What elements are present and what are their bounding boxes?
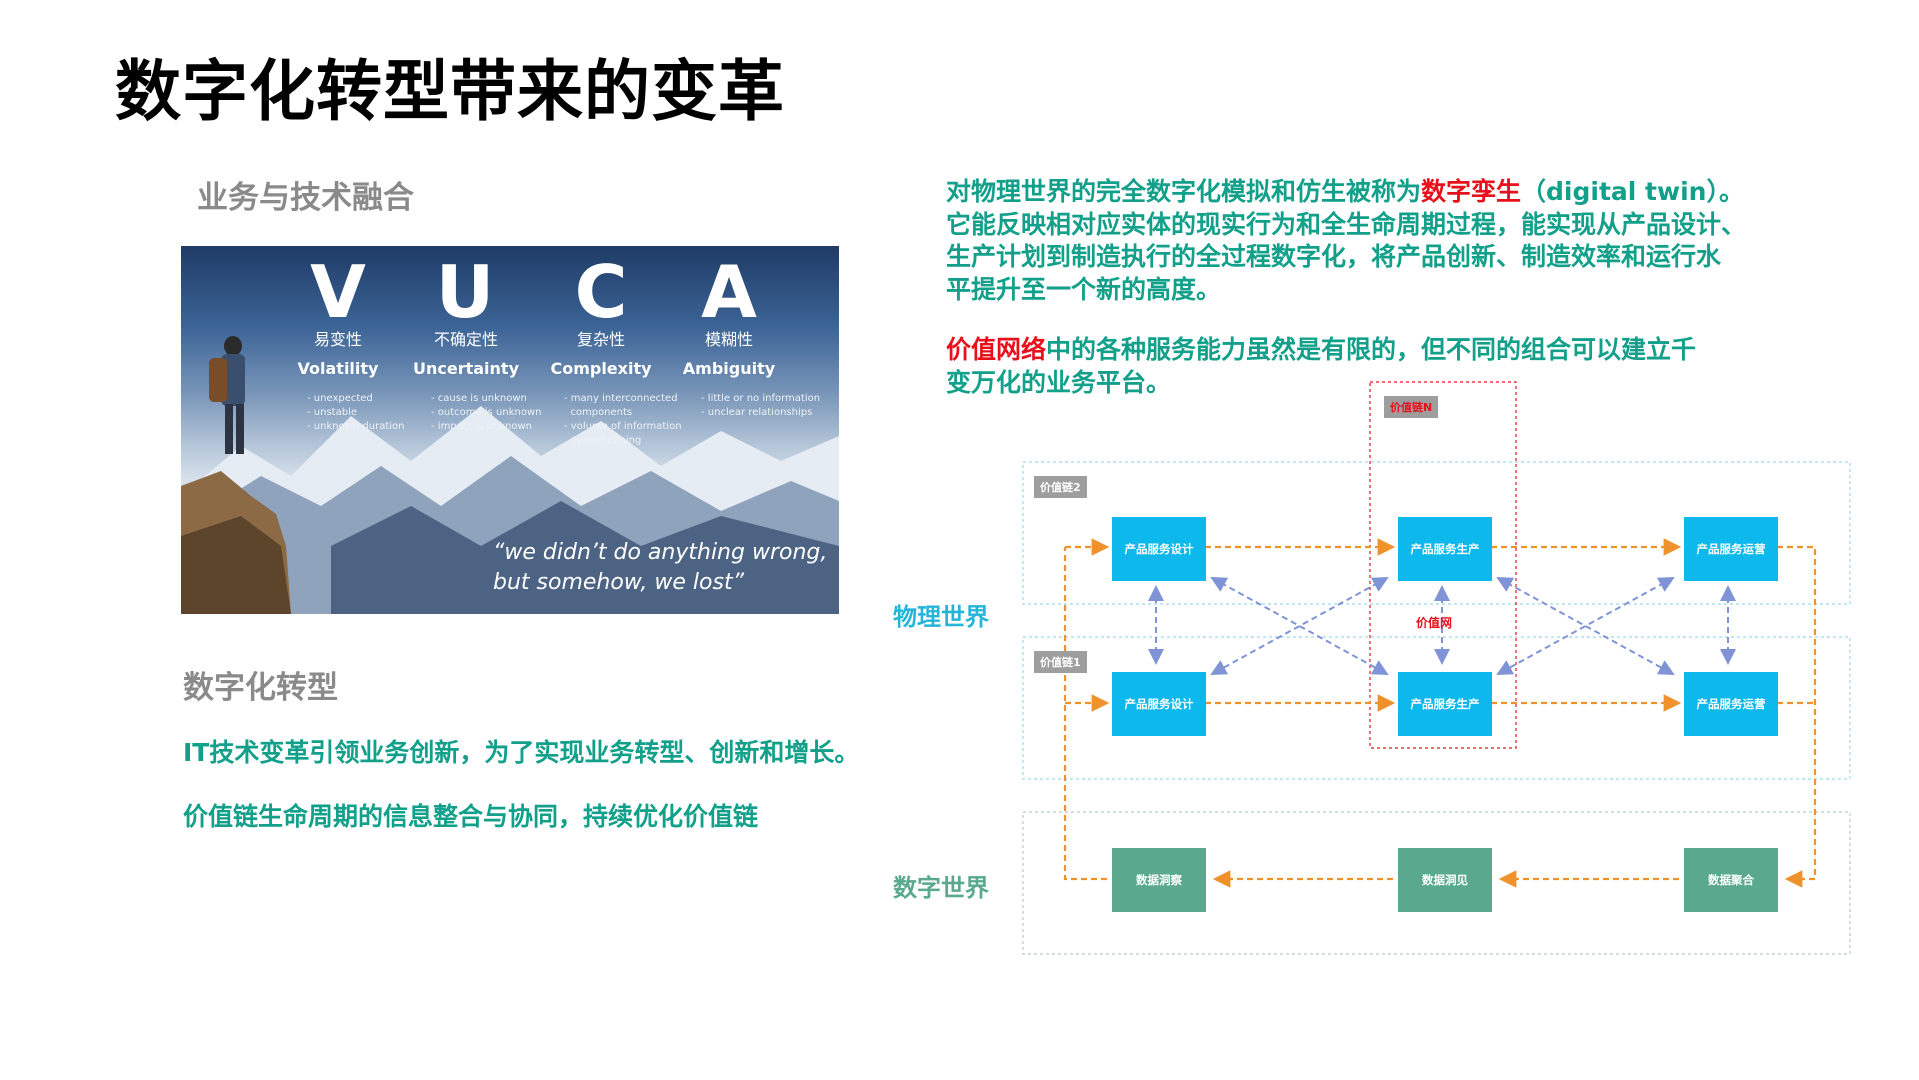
data-perspective-node: 数据洞见 xyxy=(1398,848,1492,912)
vuca-quote: “we didn’t do anything wrong, but someho… xyxy=(493,540,828,595)
uncertainty-en: Uncertainty xyxy=(412,359,519,378)
chain-n-container xyxy=(1369,381,1517,749)
complexity-cn: 复杂性 xyxy=(576,330,625,349)
chain-n-tag: 价值链N xyxy=(1384,396,1439,418)
chain1-operation-node: 产品服务运营 xyxy=(1684,672,1778,736)
letter-v: V xyxy=(310,250,366,334)
data-insight-node: 数据洞察 xyxy=(1112,848,1206,912)
digital-twin-term: 数字孪生 xyxy=(1421,177,1522,206)
chain1-production-node: 产品服务生产 xyxy=(1398,672,1492,736)
digital-world-container xyxy=(1022,811,1851,955)
volatility-cn: 易变性 xyxy=(313,330,362,349)
letter-c: C xyxy=(574,250,628,334)
volatility-bullets: - unexpected - unstable - unknown durati… xyxy=(307,393,405,432)
chain2-production-node: 产品服务生产 xyxy=(1398,517,1492,581)
transformation-point-1: IT技术变革引领业务创新，为了实现业务转型、创新和增长。 xyxy=(183,738,860,767)
chain2-operation-node: 产品服务运营 xyxy=(1684,517,1778,581)
ambiguity-cn: 模糊性 xyxy=(704,330,753,349)
page-title: 数字化转型带来的变革 xyxy=(115,53,785,130)
ambiguity-bullets: - little or no information - unclear rel… xyxy=(701,393,821,418)
transformation-point-2: 价值链生命周期的信息整合与协同，持续优化价值链 xyxy=(183,802,759,831)
vuca-image: V U C A 易变性 不确定性 复杂性 模糊性 Volatility Unce… xyxy=(181,246,839,614)
uncertainty-bullets: - cause is unknown - outcome is unknown … xyxy=(431,393,542,432)
mountain-landscape xyxy=(181,336,839,614)
vuca-section-heading: 业务与技术融合 xyxy=(197,180,414,216)
ambiguity-en: Ambiguity xyxy=(682,359,776,378)
value-network-paragraph: 价值网络中的各种服务能力虽然是有限的，但不同的组合可以建立千 变万化的业务平台。 xyxy=(946,335,1697,397)
physical-world-label: 物理世界 xyxy=(893,603,989,631)
uncertainty-cn: 不确定性 xyxy=(433,330,498,349)
complexity-bullets: - many interconnected components - volum… xyxy=(564,393,682,446)
digital-twin-paragraph: 对物理世界的完全数字化模拟和仿生被称为数字孪生（digital twin）。 它… xyxy=(946,177,1747,304)
chain-2-tag: 价值链2 xyxy=(1034,476,1087,498)
chain-1-container xyxy=(1022,636,1851,780)
value-network-term: 价值网络 xyxy=(946,335,1047,364)
value-network-label: 价值网 xyxy=(1416,616,1453,630)
letter-u: U xyxy=(435,250,495,334)
transformation-heading: 数字化转型 xyxy=(183,670,338,706)
volatility-en: Volatility xyxy=(297,359,379,378)
chain1-design-node: 产品服务设计 xyxy=(1112,672,1206,736)
chain2-design-node: 产品服务设计 xyxy=(1112,517,1206,581)
data-aggregation-node: 数据聚合 xyxy=(1684,848,1778,912)
complexity-en: Complexity xyxy=(550,359,652,378)
chain-1-tag: 价值链1 xyxy=(1034,651,1087,673)
letter-a: A xyxy=(701,250,757,334)
digital-world-label: 数字世界 xyxy=(893,874,989,902)
